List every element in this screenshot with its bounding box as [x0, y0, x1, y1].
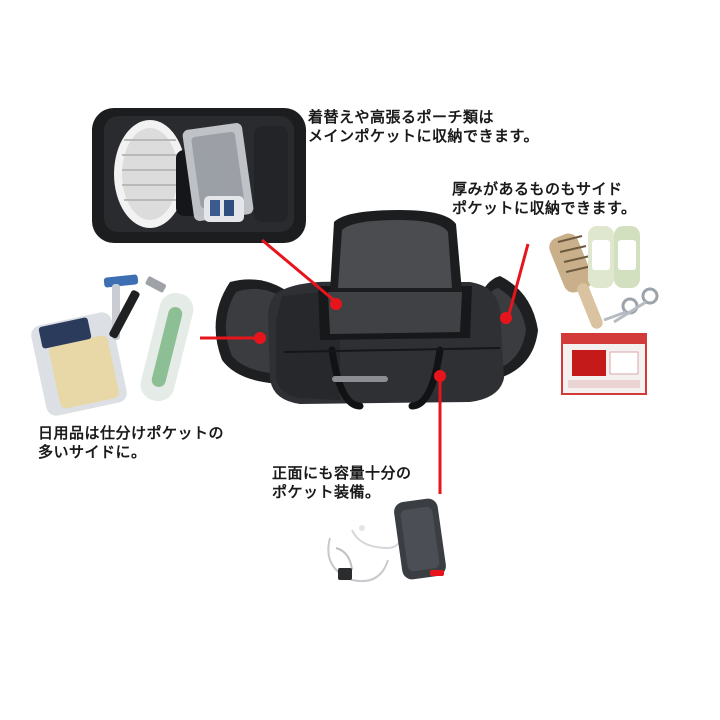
- callout-side-left: [200, 332, 266, 344]
- scissors-icon: [603, 287, 659, 324]
- lotion-bottle-icon: [588, 226, 640, 288]
- razor-icon: [103, 274, 167, 340]
- toothbrush-case-icon: [140, 292, 194, 402]
- open-main-compartment-icon: [92, 108, 306, 243]
- caption-side-pocket-right-line2: ポケットに収納できます。: [452, 199, 637, 217]
- callout-front-pocket: [434, 370, 446, 494]
- caption-main-pocket: 着替えや高張るポーチ類は メインポケットに収納できます。: [308, 108, 539, 146]
- caption-front-pocket-line2: ポケット装備。: [272, 483, 381, 501]
- callout-side-right: [500, 243, 530, 324]
- caption-main-pocket-line2: メインポケットに収納できます。: [308, 127, 540, 145]
- caption-front-pocket-line1: 正面にも容量十分の: [272, 464, 412, 482]
- caption-front-pocket: 正面にも容量十分の ポケット装備。: [272, 464, 412, 502]
- caption-side-pocket-left-line2: 多いサイドに。: [38, 443, 147, 461]
- callout-main-pocket: [261, 238, 342, 310]
- shampoo-bottle-icon: [31, 312, 127, 416]
- caption-main-pocket-line1: 着替えや高張るポーチ類は: [308, 108, 495, 126]
- caption-side-pocket-right: 厚みがあるものもサイド ポケットに収納できます。: [452, 180, 637, 218]
- caption-side-pocket-left-line1: 日用品は仕分けポケットの: [38, 424, 225, 442]
- duffel-bag-icon: [215, 210, 538, 410]
- hair-brush-icon: [549, 233, 603, 329]
- phone-case-icon: [394, 498, 446, 580]
- caption-side-pocket-right-line1: 厚みがあるものもサイド: [452, 180, 623, 198]
- caption-side-pocket-left: 日用品は仕分けポケットの 多いサイドに。: [38, 424, 224, 462]
- earphones-icon: [327, 525, 405, 582]
- medicine-box-icon: [561, 333, 647, 395]
